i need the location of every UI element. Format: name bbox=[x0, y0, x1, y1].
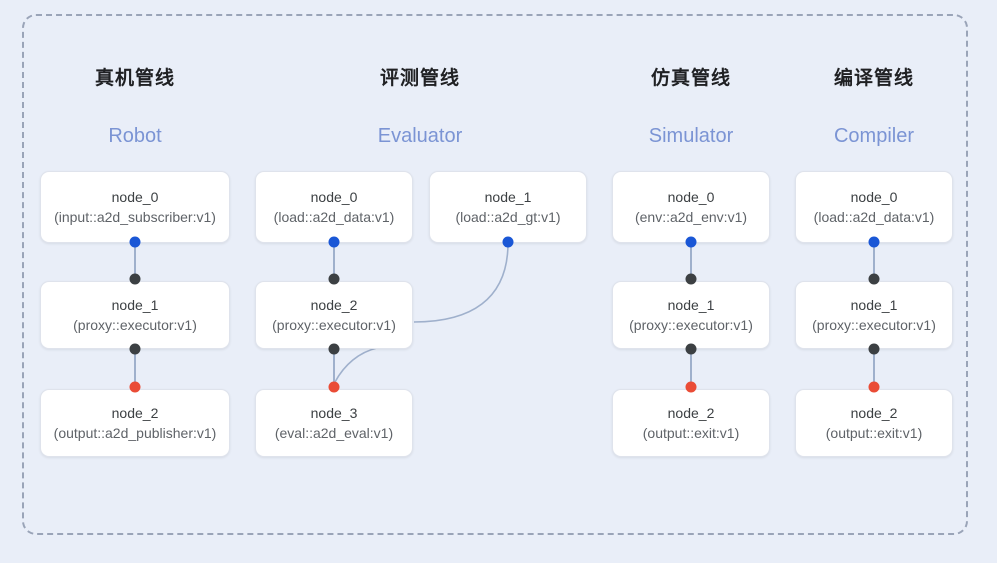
column-title-en-robot: Robot bbox=[108, 125, 162, 147]
node-type: (proxy::executor:v1) bbox=[272, 316, 396, 333]
node-simulator-0[interactable]: node_0 (env::a2d_env:v1) bbox=[612, 171, 770, 243]
node-type: (load::a2d_data:v1) bbox=[273, 208, 395, 225]
node-evaluator-0[interactable]: node_0 (load::a2d_data:v1) bbox=[255, 171, 413, 243]
link-robot-0-1 bbox=[134, 241, 136, 281]
node-name: node_1 bbox=[484, 189, 532, 206]
node-name: node_1 bbox=[850, 297, 898, 314]
column-title-cn-evaluator: 评测管线 bbox=[379, 68, 460, 89]
column-title-cn-robot: 真机管线 bbox=[94, 68, 175, 89]
node-type: (output::exit:v1) bbox=[642, 424, 740, 441]
node-type: (output::a2d_publisher:v1) bbox=[53, 424, 217, 441]
port-input-simulator-1[interactable] bbox=[685, 273, 697, 285]
link-robot-1-2 bbox=[134, 348, 136, 388]
column-title-cn-simulator: 仿真管线 bbox=[650, 68, 731, 89]
port-input-compiler-1[interactable] bbox=[868, 273, 880, 285]
node-type: (env::a2d_env:v1) bbox=[634, 208, 748, 225]
port-output-robot-0[interactable] bbox=[129, 236, 141, 248]
port-input-simulator-2[interactable] bbox=[685, 381, 697, 393]
node-compiler-0[interactable]: node_0 (load::a2d_data:v1) bbox=[795, 171, 953, 243]
node-type: (output::exit:v1) bbox=[825, 424, 923, 441]
link-evaluator-0-2 bbox=[333, 241, 335, 281]
node-name: node_1 bbox=[111, 297, 159, 314]
port-output-evaluator-2[interactable] bbox=[328, 343, 340, 355]
node-type: (input::a2d_subscriber:v1) bbox=[54, 208, 216, 225]
port-output-compiler-1[interactable] bbox=[868, 343, 880, 355]
column-title-en-evaluator: Evaluator bbox=[377, 125, 463, 147]
node-compiler-1[interactable]: node_1 (proxy::executor:v1) bbox=[795, 281, 953, 349]
node-type: (load::a2d_data:v1) bbox=[813, 208, 935, 225]
edge-gt-to-executor bbox=[413, 242, 509, 323]
column-title-en-compiler: Compiler bbox=[833, 125, 915, 147]
node-name: node_2 bbox=[850, 405, 898, 422]
column-title-cn-compiler: 编译管线 bbox=[833, 68, 914, 89]
edge-executor-to-eval bbox=[333, 347, 378, 385]
node-robot-0[interactable]: node_0 (input::a2d_subscriber:v1) bbox=[40, 171, 230, 243]
node-name: node_0 bbox=[111, 189, 159, 206]
node-evaluator-2[interactable]: node_2 (proxy::executor:v1) bbox=[255, 281, 413, 349]
link-evaluator-2-3 bbox=[333, 348, 335, 388]
node-evaluator-1[interactable]: node_1 (load::a2d_gt:v1) bbox=[429, 171, 587, 243]
port-input-robot-1[interactable] bbox=[129, 273, 141, 285]
node-simulator-2[interactable]: node_2 (output::exit:v1) bbox=[612, 389, 770, 457]
node-name: node_0 bbox=[310, 189, 358, 206]
node-name: node_1 bbox=[667, 297, 715, 314]
node-evaluator-3[interactable]: node_3 (eval::a2d_eval:v1) bbox=[255, 389, 413, 457]
port-output-evaluator-1[interactable] bbox=[502, 236, 514, 248]
node-name: node_2 bbox=[111, 405, 159, 422]
node-type: (proxy::executor:v1) bbox=[812, 316, 936, 333]
link-compiler-0-1 bbox=[873, 241, 875, 281]
link-simulator-1-2 bbox=[690, 348, 692, 388]
port-input-evaluator-2[interactable] bbox=[328, 273, 340, 285]
node-name: node_0 bbox=[667, 189, 715, 206]
port-output-compiler-0[interactable] bbox=[868, 236, 880, 248]
port-input-evaluator-3[interactable] bbox=[328, 381, 340, 393]
port-output-simulator-0[interactable] bbox=[685, 236, 697, 248]
column-title-en-simulator: Simulator bbox=[648, 125, 734, 147]
port-input-compiler-2[interactable] bbox=[868, 381, 880, 393]
node-robot-1[interactable]: node_1 (proxy::executor:v1) bbox=[40, 281, 230, 349]
port-output-simulator-1[interactable] bbox=[685, 343, 697, 355]
node-name: node_3 bbox=[310, 405, 358, 422]
node-type: (proxy::executor:v1) bbox=[73, 316, 197, 333]
node-name: node_2 bbox=[667, 405, 715, 422]
node-compiler-2[interactable]: node_2 (output::exit:v1) bbox=[795, 389, 953, 457]
port-output-robot-1[interactable] bbox=[129, 343, 141, 355]
port-input-robot-2[interactable] bbox=[129, 381, 141, 393]
node-name: node_0 bbox=[850, 189, 898, 206]
node-type: (load::a2d_gt:v1) bbox=[455, 208, 561, 225]
link-simulator-0-1 bbox=[690, 241, 692, 281]
link-compiler-1-2 bbox=[873, 348, 875, 388]
node-type: (eval::a2d_eval:v1) bbox=[274, 424, 394, 441]
node-simulator-1[interactable]: node_1 (proxy::executor:v1) bbox=[612, 281, 770, 349]
node-robot-2[interactable]: node_2 (output::a2d_publisher:v1) bbox=[40, 389, 230, 457]
port-output-evaluator-0[interactable] bbox=[328, 236, 340, 248]
node-type: (proxy::executor:v1) bbox=[629, 316, 753, 333]
node-name: node_2 bbox=[310, 297, 358, 314]
